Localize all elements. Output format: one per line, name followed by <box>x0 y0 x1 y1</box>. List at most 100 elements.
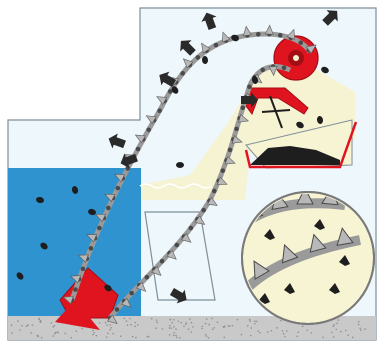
chain-link <box>106 206 111 211</box>
ground-speck <box>267 331 269 333</box>
ground-speck <box>271 330 273 332</box>
ground-speck <box>170 327 172 329</box>
ground-speck <box>36 335 38 337</box>
chain-link <box>175 243 180 248</box>
ground-speck <box>162 328 164 330</box>
ground-speck <box>201 326 203 328</box>
ground-speck <box>40 320 42 322</box>
ground-speck <box>276 327 278 329</box>
ground-speck <box>213 327 215 329</box>
ground-speck <box>112 333 114 335</box>
chain-link <box>240 105 245 110</box>
ground-speck <box>241 334 243 336</box>
ground-speck <box>111 327 113 329</box>
chain-link <box>116 186 121 191</box>
ground-speck <box>17 320 19 322</box>
ground-speck <box>126 320 128 322</box>
ground-speck <box>109 324 111 326</box>
ground-speck <box>280 320 282 322</box>
ground-speck <box>129 318 131 320</box>
chain-link <box>260 68 265 73</box>
ground-speck <box>107 333 109 335</box>
ground-speck <box>151 318 153 320</box>
ground-speck <box>155 327 157 329</box>
ground-speck <box>332 326 334 328</box>
chain-link <box>189 226 194 231</box>
ground-speck <box>135 337 137 339</box>
ground-speck <box>50 322 52 324</box>
ground-speck <box>284 336 286 338</box>
ground-speck <box>247 325 249 327</box>
ground-speck <box>134 326 136 328</box>
ground-speck <box>26 325 28 327</box>
ground-speck <box>93 332 95 334</box>
ground-speck <box>345 330 347 332</box>
ground-speck <box>189 318 191 320</box>
ground-speck <box>302 325 304 327</box>
ground-speck <box>156 322 158 324</box>
ground-speck <box>21 325 23 327</box>
ground-speck <box>137 324 139 326</box>
ground-speck <box>180 322 182 324</box>
ground-speck <box>92 330 94 332</box>
chain-link <box>298 40 303 45</box>
ground-speck <box>205 334 207 336</box>
ground-speck <box>360 329 362 331</box>
ground-speck <box>364 328 366 330</box>
ground-speck <box>359 327 361 329</box>
ground-speck <box>27 324 29 326</box>
chain-link <box>201 208 206 213</box>
ground-speck <box>208 337 210 339</box>
ground-speck <box>123 318 125 320</box>
ground-speck <box>208 324 210 326</box>
ground-speck <box>192 326 194 328</box>
ground-speck <box>52 335 54 337</box>
ground-speck <box>176 337 178 339</box>
ground-speck <box>358 321 360 323</box>
ground-speck <box>322 337 324 339</box>
ground-speck <box>188 328 190 330</box>
ground-speck <box>228 325 230 327</box>
ground-speck <box>105 322 107 324</box>
chain-link <box>220 168 225 173</box>
chain-link <box>282 66 287 71</box>
ground-speck <box>286 330 288 332</box>
ground-speck <box>211 318 213 320</box>
chain-link <box>145 275 150 280</box>
ground-speck <box>201 328 203 330</box>
chain-link <box>81 267 86 272</box>
ground-speck <box>191 322 193 324</box>
ground-speck <box>283 333 285 335</box>
ground-speck <box>256 321 258 323</box>
ground-speck <box>190 331 192 333</box>
ground-speck <box>169 325 171 327</box>
ground-speck <box>71 337 73 339</box>
ground-speck <box>333 336 335 338</box>
chain-link <box>180 71 185 76</box>
ground-speck <box>32 324 34 326</box>
chain-link <box>196 55 201 60</box>
ground-speck <box>173 334 175 336</box>
ground-speck <box>109 329 111 331</box>
ground-speck <box>183 325 185 327</box>
chain-link <box>214 43 219 48</box>
chain-link <box>160 259 165 264</box>
chain-link <box>234 127 239 132</box>
chain-link <box>136 147 141 152</box>
ground-speck <box>237 319 239 321</box>
chain-link <box>157 108 162 113</box>
ground-speck <box>132 336 134 338</box>
ground-speck <box>229 325 231 327</box>
ground-speck <box>41 337 43 339</box>
ground-speck <box>296 335 298 337</box>
ground-speck <box>185 323 187 325</box>
ground-speck <box>11 332 13 334</box>
ground-speck <box>232 325 234 327</box>
ground-speck <box>64 333 66 335</box>
ground-speck <box>106 324 108 326</box>
chain-link <box>212 189 217 194</box>
ground-speck <box>257 330 259 332</box>
ground-speck <box>134 322 136 324</box>
ground-speck <box>206 318 208 320</box>
ground-speck <box>81 328 83 330</box>
